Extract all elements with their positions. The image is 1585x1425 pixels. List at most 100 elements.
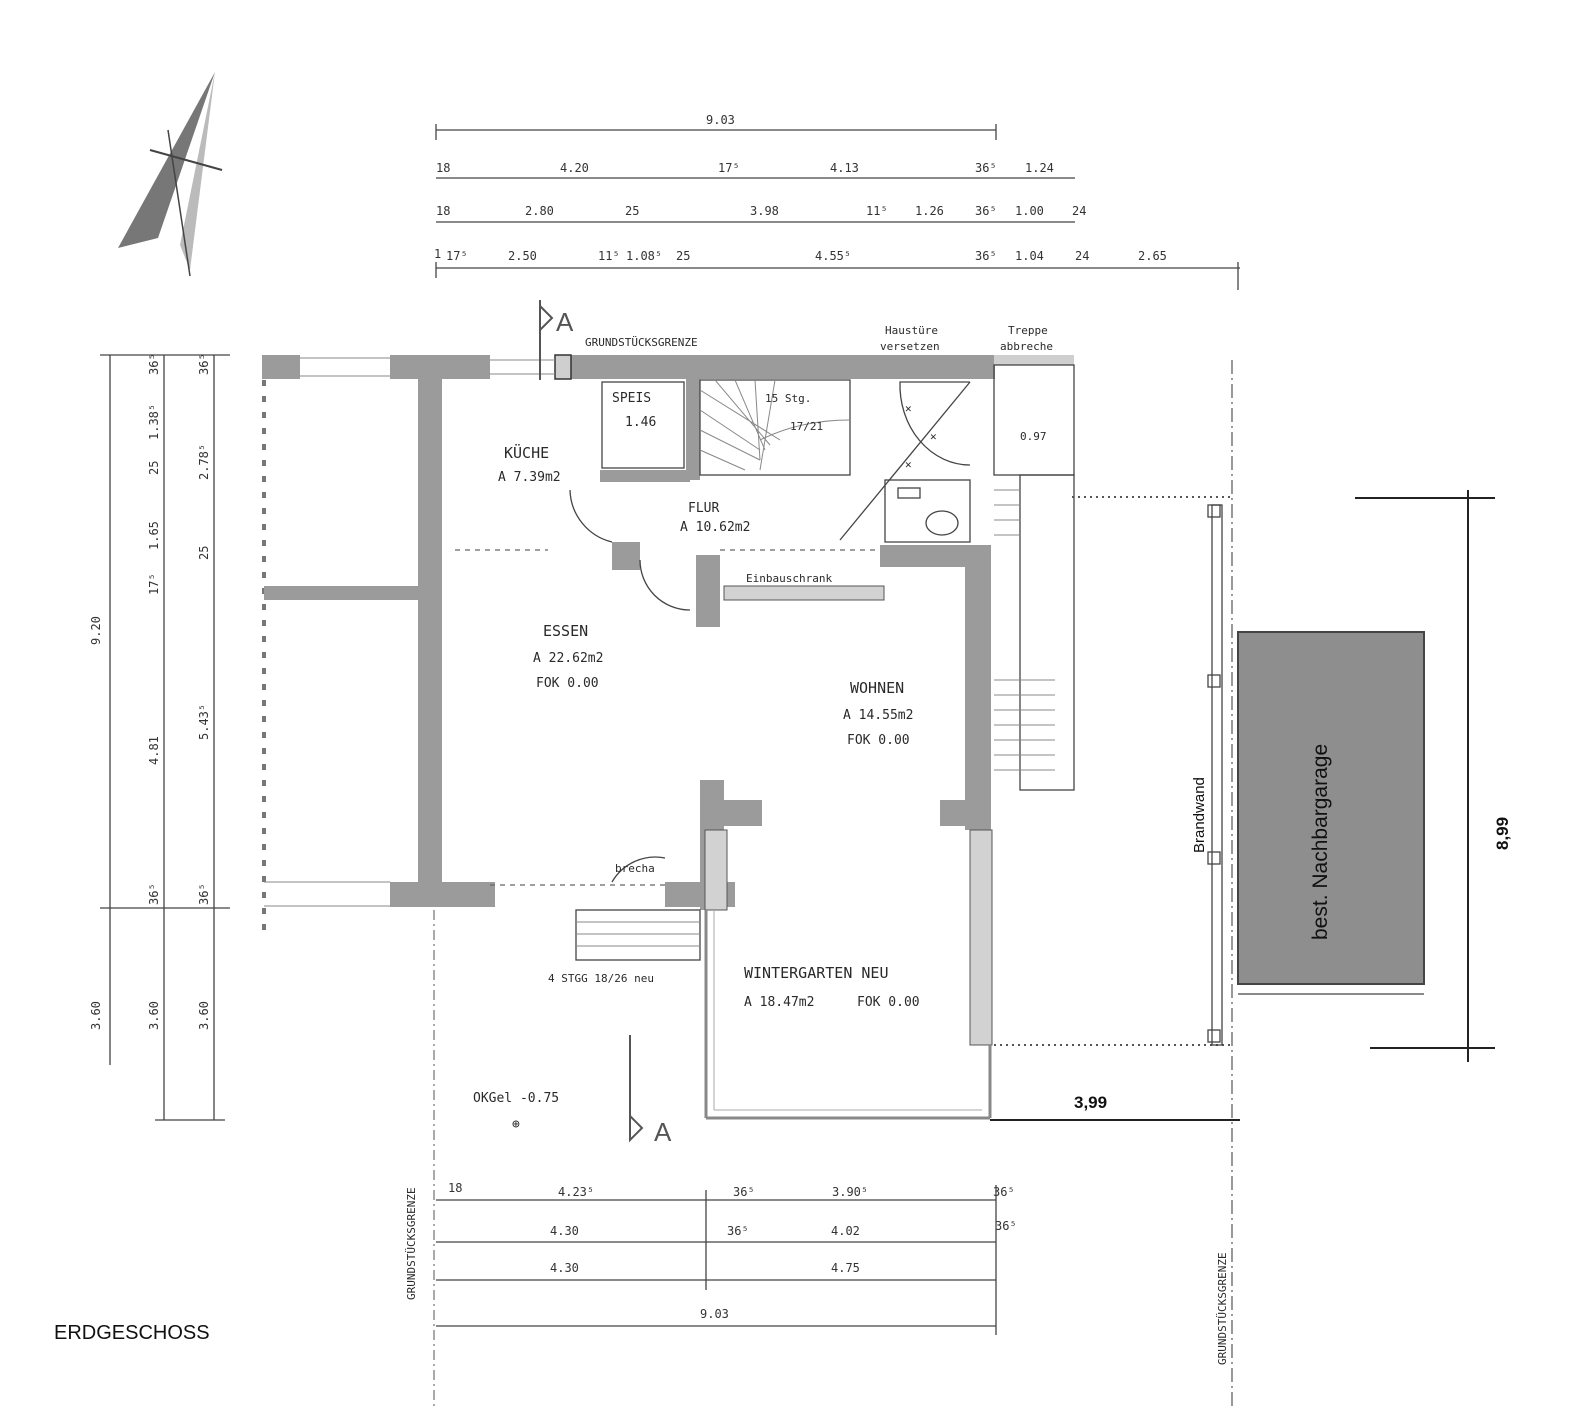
dim-label: 4.75	[831, 1261, 860, 1275]
note-tree-2: ✕	[930, 430, 937, 443]
dim-label: 1.38⁵	[147, 404, 161, 440]
room-name-wintergarten: WINTERGARTEN NEU	[744, 964, 889, 982]
property-line: GRUNDSTÜCKSGRENZE GRUNDSTÜCKSGRENZE GRUN…	[405, 336, 1233, 1410]
dim-label: 4.81	[147, 736, 161, 765]
dim-label: 25	[625, 204, 639, 218]
dim-label: 36⁵	[995, 1219, 1017, 1233]
kitchen-door	[569, 489, 613, 543]
dim-label: 3.60	[147, 1001, 161, 1030]
walls	[390, 354, 1074, 1046]
dim-label: 1	[434, 247, 441, 261]
dim-label: 4.13	[830, 161, 859, 175]
einbauschrank-label: Einbauschrank	[746, 572, 832, 585]
dim-label: 1.26	[915, 204, 944, 218]
neighbour-garage: Brandwand best. Nachbargarage	[994, 496, 1425, 1046]
new-steps-icon: brecha 4 STGG 18/26 neu	[548, 856, 701, 985]
dim-label: 36⁵	[975, 249, 997, 263]
section-letter: A	[654, 1117, 672, 1147]
dim-label: 36⁵	[197, 353, 211, 375]
dim-label: 4.30	[550, 1224, 579, 1238]
dim-label: 1.04	[1015, 249, 1044, 263]
section-mark-bottom: A	[629, 1035, 672, 1147]
dim-label: 17⁵	[718, 161, 740, 175]
dim-label: 2.80	[525, 204, 554, 218]
dim-label: 4.30	[550, 1261, 579, 1275]
okgel-label: OKGel -0.75	[473, 1091, 559, 1106]
dim-label: 25	[147, 461, 161, 475]
property-line-label-top: GRUNDSTÜCKSGRENZE	[585, 336, 698, 349]
treppe-line2: abbreche	[1000, 340, 1053, 353]
dim-label: 4.20	[560, 161, 589, 175]
bottom-dimensions: 18 4.23⁵ 36⁵ 3.90⁵ 36⁵ 4.30 36⁵ 4.02 36⁵…	[436, 1181, 1017, 1335]
dim-label: 1.65	[147, 521, 161, 550]
entry-door: ✕ ✕ ✕	[839, 381, 971, 541]
room-level-essen: FOK 0.00	[536, 676, 599, 691]
wc-area: 0.97	[1020, 430, 1047, 443]
dim-label: 1.24	[1025, 161, 1054, 175]
flur-door	[639, 559, 691, 611]
dim-label: 17⁵	[147, 573, 161, 595]
dim-label: 4.23⁵	[558, 1185, 594, 1199]
garage-depth-label: 8,99	[1493, 817, 1512, 850]
dim-label: 18	[436, 161, 450, 175]
new-steps-label: 4 STGG 18/26 neu	[548, 972, 654, 985]
property-line-label-left: GRUNDSTÜCKSGRENZE	[405, 1187, 418, 1300]
garage-label: best. Nachbargarage	[1309, 744, 1332, 940]
dim-label: 3.90⁵	[832, 1185, 868, 1199]
pantry: SPEIS 1.46	[601, 381, 685, 469]
dim-label: 2.65	[1138, 249, 1167, 263]
dim-label: 17⁵	[446, 249, 468, 263]
treppe-line1: Treppe	[1008, 324, 1048, 337]
dim-label: 25	[676, 249, 690, 263]
dim-label: 24	[1072, 204, 1086, 218]
dim-label: 1.08⁵	[626, 249, 662, 263]
dim-label: 9.03	[700, 1307, 729, 1321]
section-mark-top: A	[539, 300, 574, 380]
dim-label: 36⁵	[197, 883, 211, 905]
dim-label: 36⁵	[727, 1224, 749, 1238]
room-name-kueche: KÜCHE	[504, 443, 549, 462]
stair-size: 17/21	[790, 420, 823, 433]
staircase-icon: 15 Stg. 17/21	[699, 379, 851, 476]
note-tree-1: ✕	[905, 402, 912, 415]
outer-staircase-icon: 0.97	[993, 364, 1075, 791]
brandwand-label: Brandwand	[1191, 777, 1208, 853]
dim-label: 36⁵	[993, 1185, 1015, 1199]
room-area-speis: 1.46	[625, 415, 656, 430]
okgel-marker-icon: ⊕	[512, 1117, 520, 1132]
room-name-essen: ESSEN	[543, 622, 588, 640]
top-dimensions: 9.03 18 4.20 17⁵ 4.13 36⁵ 1.24 18 2.80 2…	[434, 113, 1240, 290]
garage-width-label: 3,99	[1074, 1093, 1107, 1112]
dim-label: 3.60	[197, 1001, 211, 1030]
dim-label: 11⁵	[866, 204, 888, 218]
dim-label: 4.02	[831, 1224, 860, 1238]
dim-label: 36⁵	[147, 883, 161, 905]
stair-count: 15 Stg.	[765, 392, 811, 405]
left-dimensions: 9.20 3.60 36⁵ 1.38⁵ 25 1.65 17⁵ 4.81 36⁵…	[89, 353, 230, 1121]
dim-label: 2.78⁵	[197, 444, 211, 480]
dim-label: 4.55⁵	[815, 249, 851, 263]
wintergarten-outline	[704, 910, 992, 1120]
floor-name: ERDGESCHOSS	[54, 1322, 210, 1344]
dim-label: 24	[1075, 249, 1089, 263]
dim-label: 9.20	[89, 616, 103, 645]
dim-label: 36⁵	[975, 204, 997, 218]
dim-label: 25	[197, 546, 211, 560]
room-area-flur: A 10.62m2	[680, 520, 750, 535]
room-level-wohnen: FOK 0.00	[847, 733, 910, 748]
haustuer-line2: versetzen	[880, 340, 940, 353]
wc	[884, 479, 971, 543]
dim-label: 18	[448, 1181, 462, 1195]
top-window	[490, 359, 555, 375]
dim-label: 3.60	[89, 1001, 103, 1030]
room-name-wohnen: WOHNEN	[850, 679, 904, 697]
room-area-kueche: A 7.39m2	[498, 470, 561, 485]
room-name-flur: FLUR	[688, 501, 719, 516]
dim-label: 5.43⁵	[197, 704, 211, 740]
section-letter: A	[556, 307, 574, 337]
room-area-essen: A 22.62m2	[533, 651, 603, 666]
garage-width-dimension: 3,99	[990, 1093, 1240, 1121]
room-area-wohnen: A 14.55m2	[843, 708, 913, 723]
dim-label: 36⁵	[733, 1185, 755, 1199]
brecha-label: brecha	[615, 862, 655, 875]
